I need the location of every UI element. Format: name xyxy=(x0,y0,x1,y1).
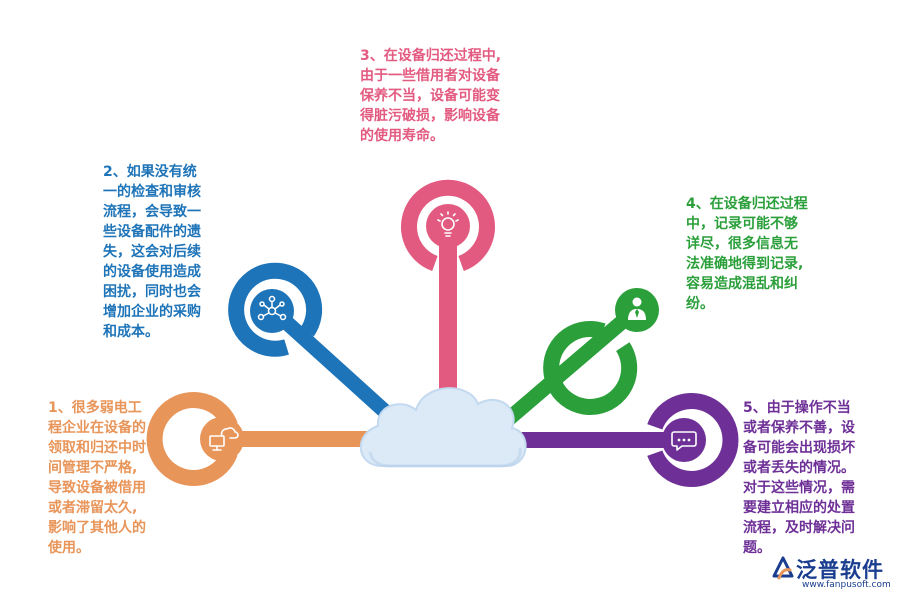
note-item-3: 3、在设备归还过程中, 由于一些借用者对设备 保养不当，设备可能变 得脏污破损，… xyxy=(360,48,502,144)
person-icon xyxy=(628,297,646,320)
ring-3 xyxy=(401,179,495,272)
logo-name: 泛普软件 xyxy=(796,558,884,582)
fanpu-logo-icon xyxy=(772,556,794,580)
arm-5 xyxy=(485,432,685,448)
lightbulb-icon xyxy=(437,211,459,237)
chat-bubble-icon xyxy=(671,431,697,451)
note-item-2: 2、如果没有统 一的检查和审核 流程，会导致一 些设备配件的遗 失，这会对后续 … xyxy=(103,164,201,340)
note-item-4: 4、在设备归还过程 中，记录可能不够 详尽，很多信息无 法准确地得到记录, 容易… xyxy=(686,196,808,312)
center-cloud xyxy=(359,387,527,468)
arm-4 xyxy=(500,304,641,428)
ring-2 xyxy=(228,262,323,357)
logo-url: www.fanpusoft.com xyxy=(802,580,891,590)
note-item-5: 5、由于操作不当 或者保养不善，设 备可能会出现损坏 或者丢失的情况。 对于这些… xyxy=(743,400,855,556)
ring-5 xyxy=(647,393,739,487)
arm-2 xyxy=(269,306,406,431)
brand-logo: 泛普软件 www.fanpusoft.com xyxy=(770,552,895,596)
ring-4 xyxy=(543,288,659,415)
note-item-1: 1、很多弱电工 程企业在设备的 领取和归还中时 间管理不严格, 导致设备被借用 … xyxy=(48,400,146,556)
arm-3 xyxy=(439,225,457,395)
network-nodes-icon xyxy=(257,295,287,321)
cloud-monitor-icon xyxy=(209,427,239,451)
